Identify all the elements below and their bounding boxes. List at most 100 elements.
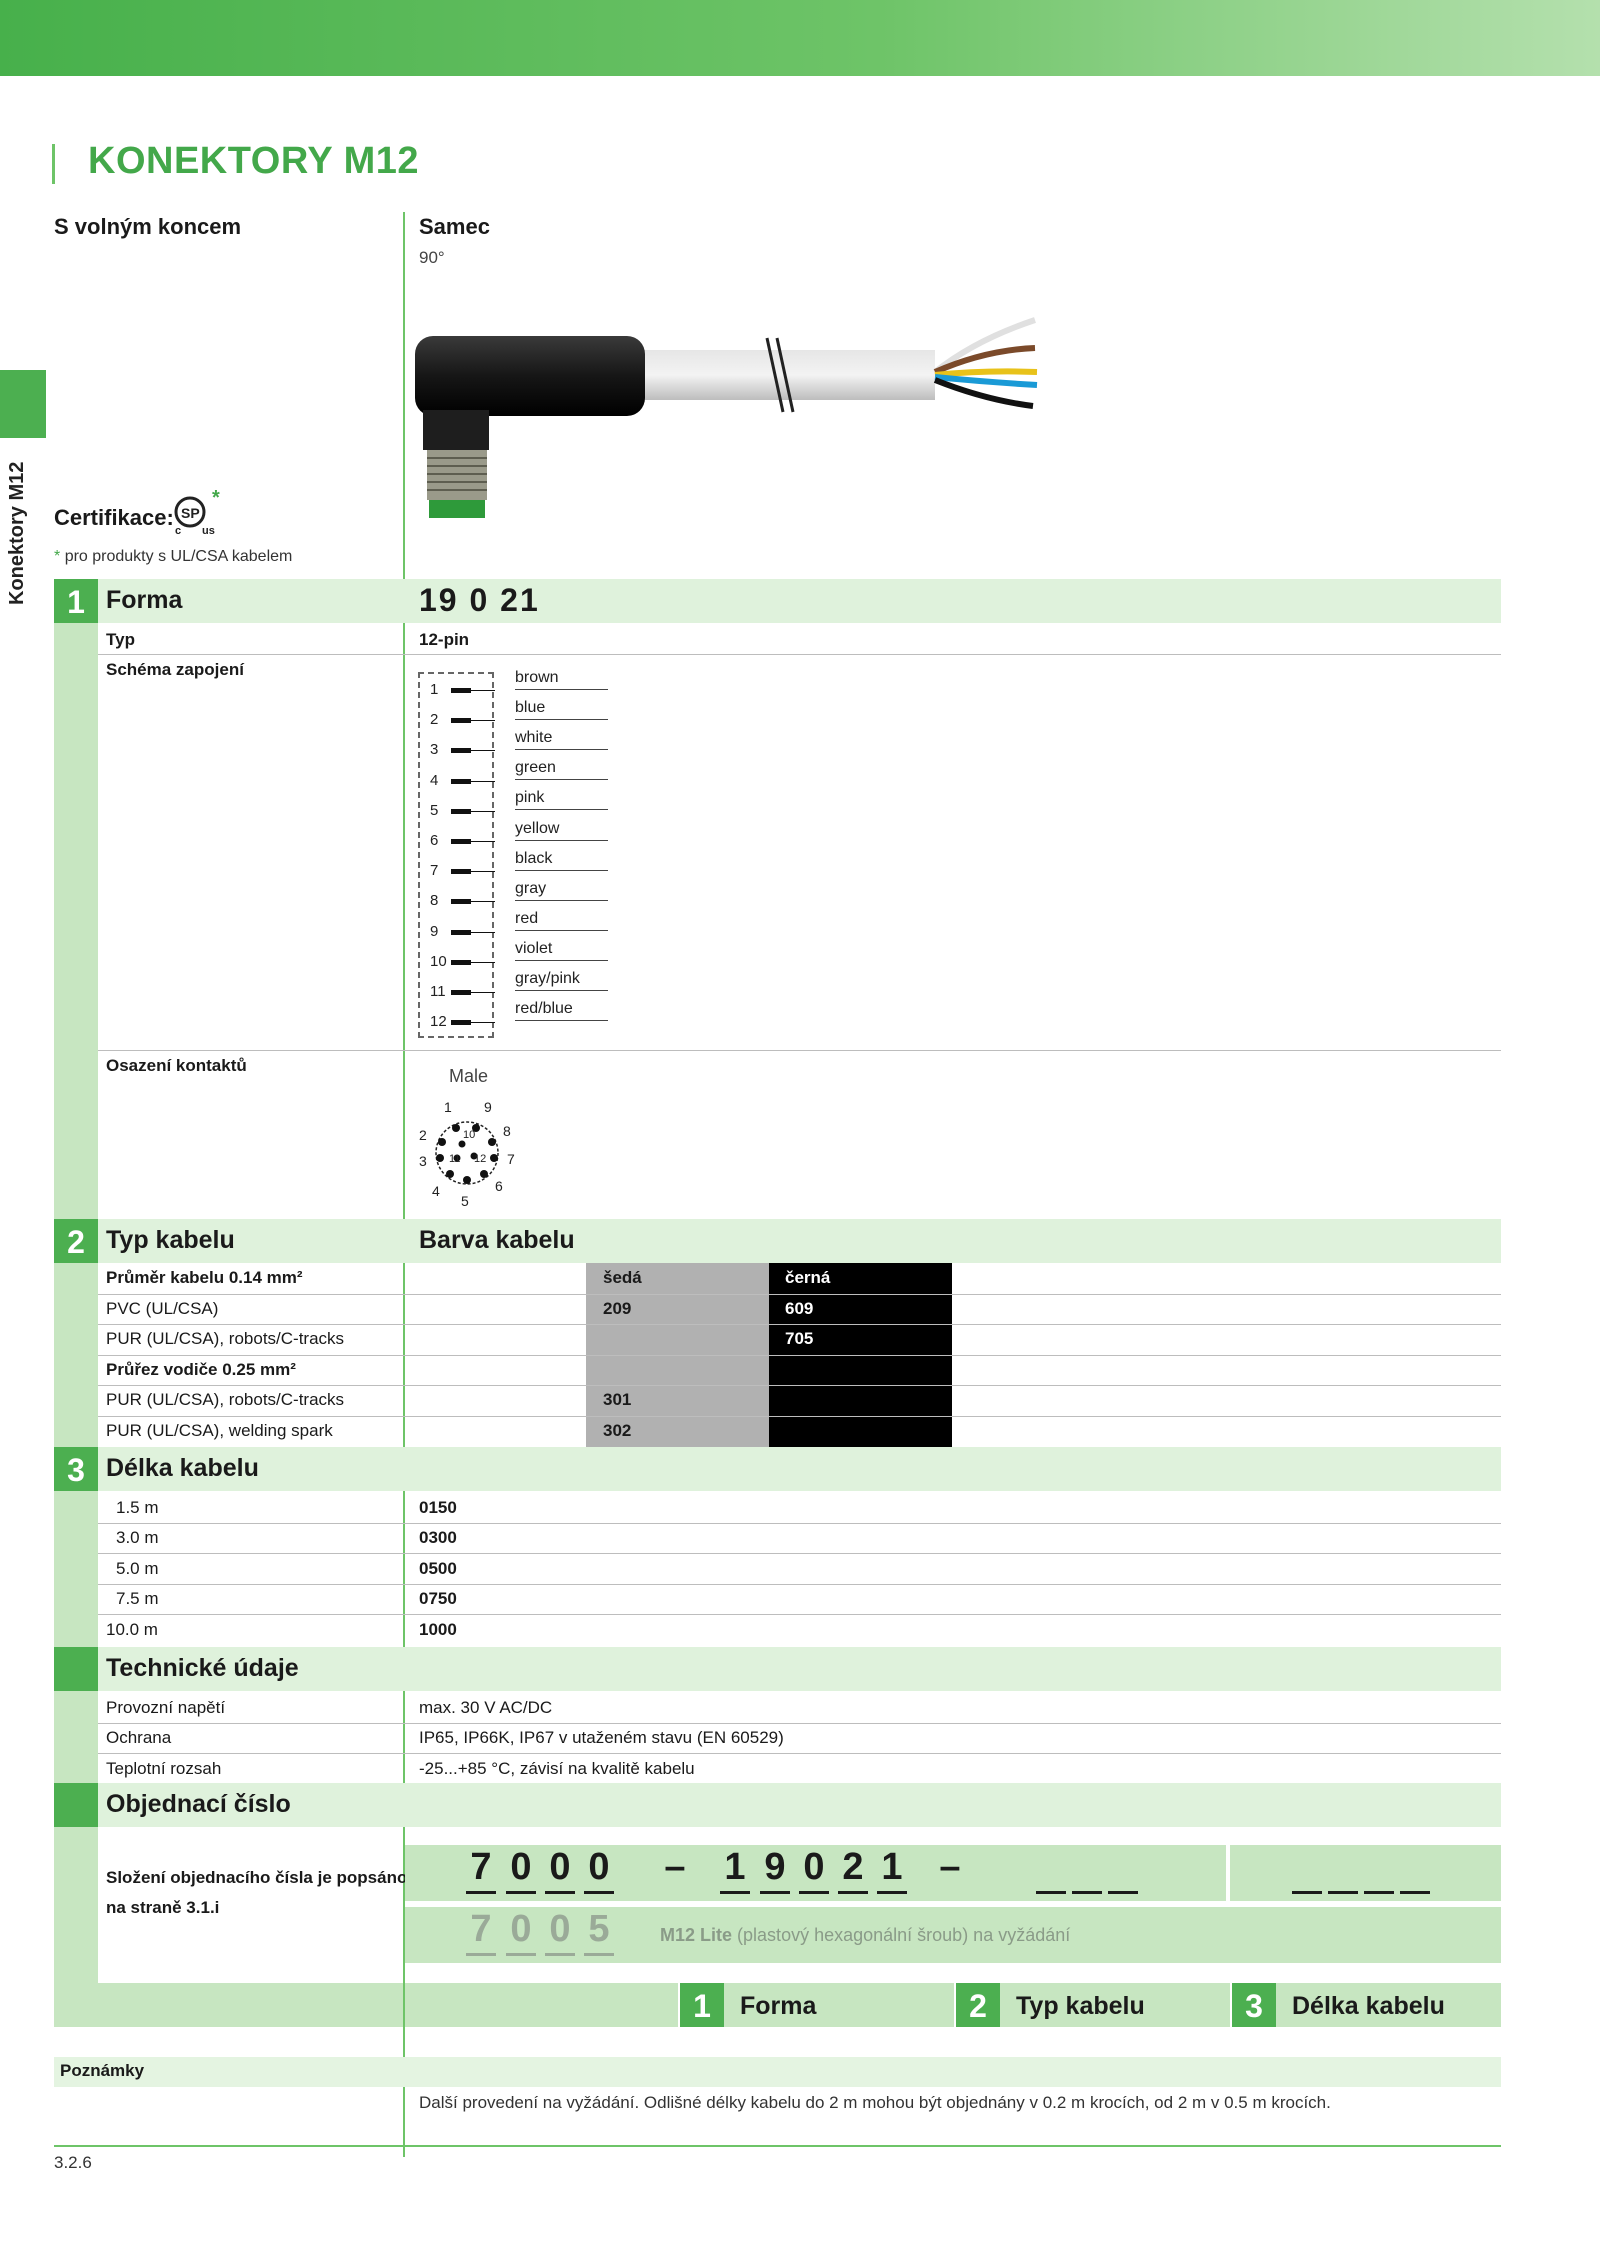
cable-type-label: Průměr kabelu 0.14 mm²: [106, 1268, 303, 1287]
digit-underline: [760, 1891, 790, 1894]
lite-note-bold: M12 Lite: [660, 1925, 733, 1945]
order-code-digit: 9: [764, 1846, 786, 1888]
male-label: Male: [449, 1066, 489, 1086]
order-key-gap: [678, 1983, 680, 2027]
row-divider: [98, 1553, 1501, 1555]
order-code-digit: 1: [724, 1846, 746, 1888]
length-label: 3.0 m: [116, 1528, 159, 1548]
product-image: [415, 310, 1055, 530]
pin-contact-bar: [451, 688, 471, 693]
digit-underline: [545, 1953, 575, 1956]
wire-line: [515, 869, 608, 871]
tech-band: [54, 1647, 1501, 1691]
pin-lead-line: [471, 720, 495, 722]
wire-color-label: gray: [515, 879, 547, 897]
tech-key: Provozní napětí: [106, 1698, 226, 1717]
pin-lead-line: [471, 961, 495, 963]
pin-lead-line: [471, 931, 495, 933]
digit-underline: [545, 1891, 575, 1894]
wire-color-label: blue: [515, 699, 546, 717]
page-number: 3.2.6: [54, 2153, 92, 2172]
csa-certification-icon: SP c us *: [172, 487, 224, 540]
wire-line: [515, 779, 608, 781]
face-pin-label: 11: [449, 1153, 461, 1165]
pin-number: 11: [430, 983, 446, 1000]
pin-lead-line: [471, 871, 495, 873]
grey-color-cell: [586, 1263, 769, 1294]
row-divider: [98, 1753, 1501, 1755]
digit-underline: [584, 1953, 614, 1956]
top-banner: [0, 0, 1600, 76]
digit-underline: [466, 1953, 496, 1956]
contact-face-diagram: [412, 1096, 522, 1210]
cert-note: * pro produkty s UL/CSA kabelem: [54, 548, 292, 566]
wire-line: [515, 839, 608, 841]
pin-contact-bar: [451, 839, 471, 844]
wire-color-label: yellow: [515, 819, 560, 837]
pin-contact-bar: [451, 778, 471, 784]
section1-number: 1: [54, 579, 98, 623]
order-key-number: 1: [680, 1983, 724, 2027]
section2-band: [54, 1219, 1501, 1263]
wire-line: [515, 990, 608, 991]
section1-band: [54, 579, 1501, 623]
order-marker: [54, 1783, 98, 1827]
section1-title: Forma: [106, 586, 183, 614]
grey-color-cell: [586, 1324, 769, 1355]
pin-lead-line: [471, 992, 495, 993]
pin-lead-line: [471, 780, 495, 782]
face-pin-label: 3: [419, 1153, 427, 1169]
grey-color-cell: [586, 1415, 769, 1447]
length-code: 0300: [419, 1528, 457, 1548]
blank-type-slot: [1108, 1891, 1138, 1894]
digit-underline: [584, 1891, 614, 1894]
wiring-diagram-frame: [418, 672, 494, 1038]
order-key-number: 3: [1232, 1983, 1276, 2027]
wire-line: [515, 959, 608, 961]
face-pin-label: 6: [495, 1178, 503, 1194]
face-pin-label: 1: [444, 1099, 452, 1115]
tech-strip: [54, 1691, 98, 1783]
order-desc-line1: Složení objednacího čísla je popsáno: [106, 1868, 408, 1887]
cable-type-label: PUR (UL/CSA), welding spark: [106, 1420, 333, 1440]
svg-text:*: *: [212, 490, 220, 509]
cert-note-star: *: [54, 548, 61, 565]
row-divider: [98, 1614, 1501, 1616]
svg-text:SP: SP: [181, 505, 200, 521]
pin-contact-bar: [451, 1020, 471, 1026]
pin-contact-bar: [451, 929, 471, 935]
pin-number: 8: [430, 892, 439, 910]
pin-contact-bar: [451, 959, 471, 965]
wire-color-label: gray/pink: [515, 970, 580, 987]
wire-line: [515, 689, 608, 690]
black-code: 609: [785, 1298, 814, 1318]
row-divider: [98, 1050, 1501, 1051]
digit-underline: [466, 1891, 496, 1894]
order-key-label: Forma: [740, 1992, 817, 2020]
notes-band: [54, 2057, 1501, 2087]
cable-type-label: PUR (UL/CSA), robots/C-tracks: [106, 1390, 345, 1409]
notes-title: Poznámky: [60, 2061, 145, 2080]
cert-label: Certifikace:: [54, 505, 174, 530]
osazeni-label: Osazení kontaktů: [106, 1056, 247, 1075]
order-dash: –: [664, 1846, 686, 1888]
digit-underline: [799, 1891, 829, 1894]
pin-lead-line: [471, 841, 495, 842]
lite-prefix-digit: 7: [470, 1908, 492, 1950]
cable-type-label: PVC (UL/CSA): [106, 1298, 219, 1318]
pin-contact-bar: [451, 990, 471, 995]
wire-color-label: green: [515, 759, 556, 777]
face-pin-label: 10: [463, 1129, 476, 1141]
svg-text:c: c: [175, 525, 181, 537]
length-code: 0150: [419, 1498, 457, 1517]
subtitle: S volným koncem: [54, 214, 242, 239]
digit-underline: [506, 1953, 536, 1956]
pin-lead-line: [471, 690, 495, 691]
pin-lead-line: [471, 1022, 495, 1024]
face-pin-label: 5: [461, 1193, 469, 1209]
section1-strip: [54, 623, 98, 1219]
lite-note-text: (plastový hexagonální šroub) na vyžádání: [737, 1925, 1071, 1945]
wire-line: [515, 749, 608, 751]
grey-color-cell: [586, 1385, 769, 1416]
typ-label: Typ: [106, 630, 135, 649]
